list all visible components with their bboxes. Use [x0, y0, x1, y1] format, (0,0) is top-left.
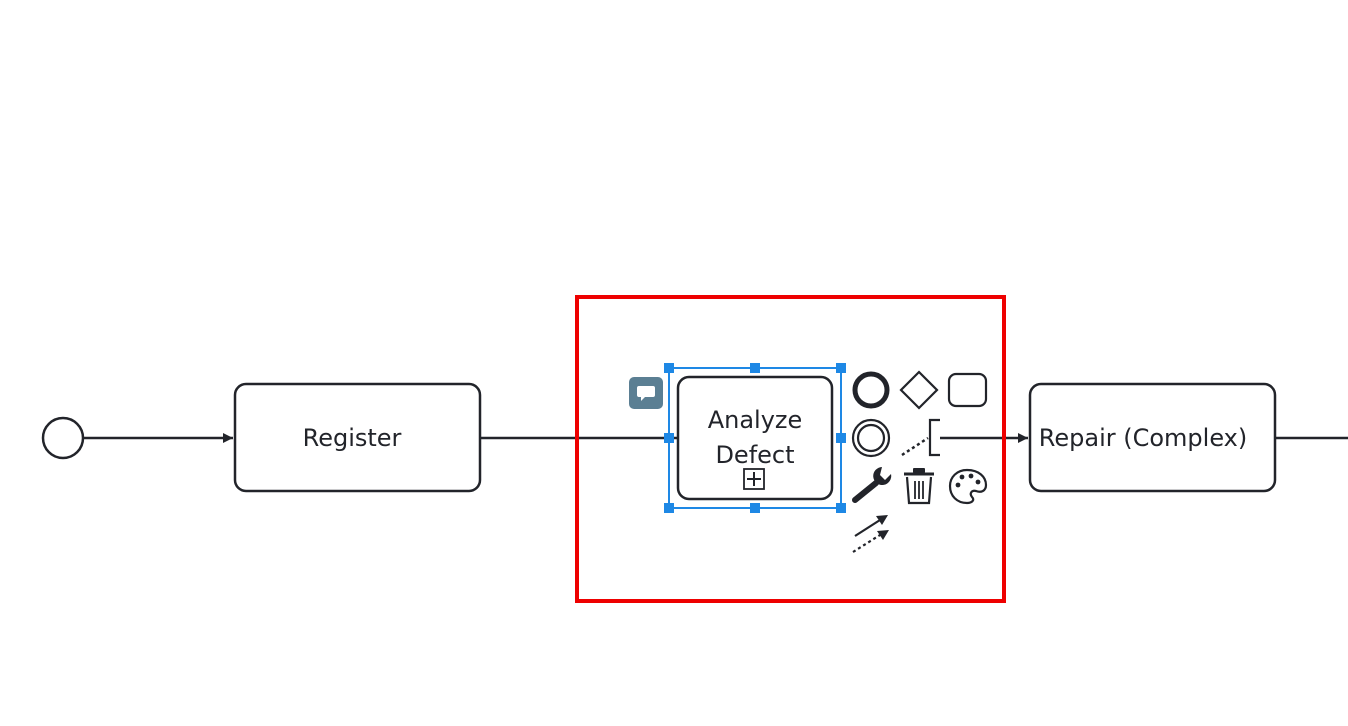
task-analyze-label-line1: Analyze	[708, 406, 803, 434]
resize-handle-se[interactable]	[836, 503, 846, 513]
resize-handle-e[interactable]	[836, 433, 846, 443]
task-register[interactable]: Register	[233, 382, 482, 493]
task-analyze-defect[interactable]: Analyze Defect	[676, 375, 834, 501]
highlight-box	[575, 295, 1006, 603]
resize-handle-w[interactable]	[664, 433, 674, 443]
task-repair-complex[interactable]: Repair (Complex)	[1028, 382, 1277, 493]
task-icon[interactable]	[947, 372, 988, 408]
task-analyze-label-line2: Defect	[715, 441, 794, 469]
resize-handle-n[interactable]	[750, 363, 760, 373]
wrench-icon[interactable]	[852, 467, 892, 503]
palette-icon[interactable]	[948, 468, 988, 505]
intermediate-event-icon[interactable]	[851, 418, 891, 458]
resize-handle-s[interactable]	[750, 503, 760, 513]
text-annotation-icon[interactable]	[901, 418, 940, 457]
resize-handle-sw[interactable]	[664, 503, 674, 513]
resize-handle-ne[interactable]	[836, 363, 846, 373]
subprocess-expand-icon[interactable]	[743, 468, 765, 490]
task-repair-label: Repair (Complex)	[1039, 424, 1247, 452]
context-pad	[851, 370, 988, 553]
task-register-label: Register	[303, 424, 402, 452]
trash-icon[interactable]	[904, 468, 934, 505]
resize-handles[interactable]	[664, 363, 846, 513]
end-event-icon[interactable]	[852, 371, 890, 409]
start-event[interactable]	[41, 416, 85, 460]
gateway-icon[interactable]	[899, 370, 939, 410]
resize-handle-nw[interactable]	[664, 363, 674, 373]
comment-badge[interactable]	[629, 377, 663, 409]
connect-arrow-icon[interactable]	[852, 515, 889, 553]
